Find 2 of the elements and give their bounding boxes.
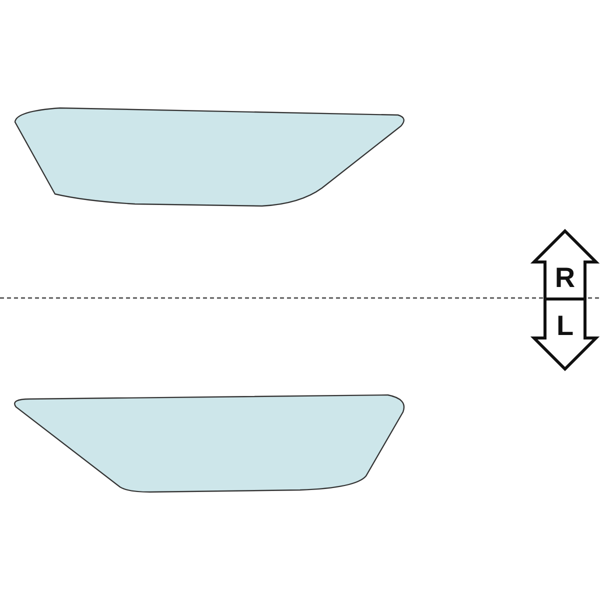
direction-label: L xyxy=(555,312,575,340)
direction-label: R xyxy=(554,264,576,292)
